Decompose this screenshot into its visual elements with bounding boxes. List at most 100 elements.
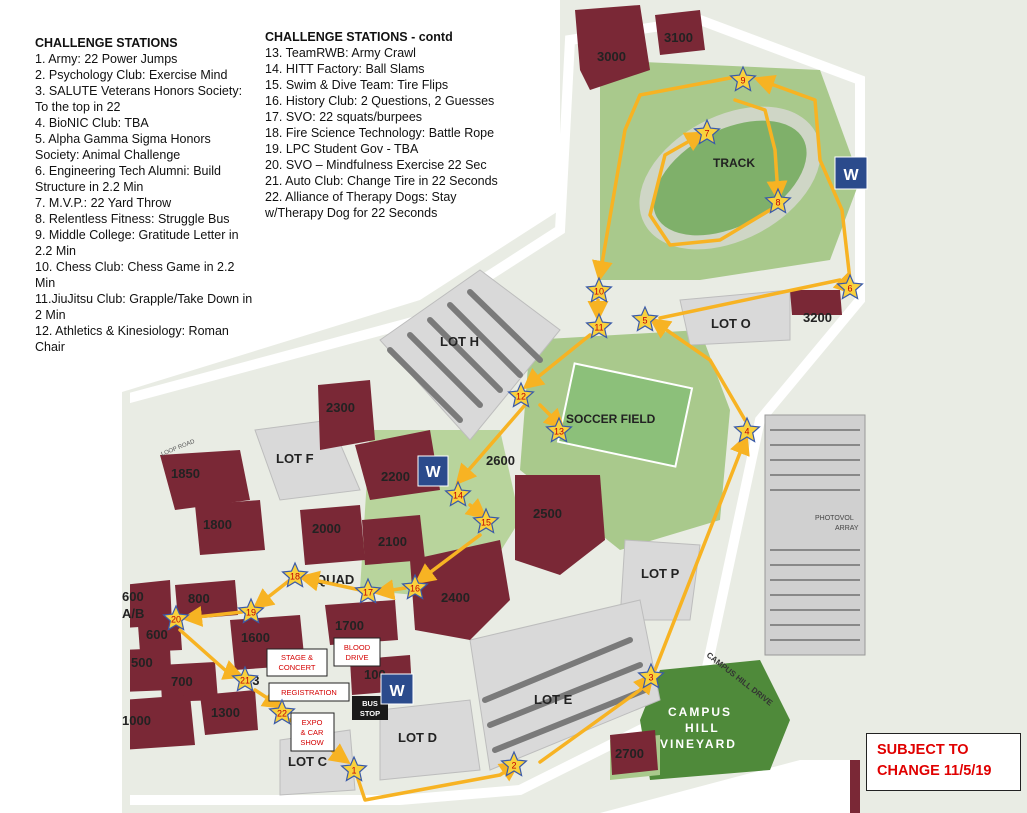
station-number: 3 [648,673,653,683]
station-number: 2 [511,761,516,771]
label-track: TRACK [713,156,755,170]
label-photovoltaic-1: PHOTOVOL [815,515,854,522]
legend-item: 5. Alpha Gamma Sigma Honors Society: Ani… [35,132,211,162]
legend-title: CHALLENGE STATIONS [35,36,178,50]
label-1600: 1600 [241,630,270,645]
station-star-22: 22 [268,698,296,725]
label-1800: 1800 [203,517,232,532]
svg-text:BLOOD: BLOOD [344,643,371,652]
callout-expo-car-show: EXPO & CAR SHOW [290,712,335,752]
callout-blood-drive: BLOOD DRIVE [333,637,381,667]
label-lot-c: LOT C [288,754,328,769]
label-vineyard-2: HILL [685,721,720,735]
water-marker-bus: W [380,673,414,705]
legend-item: 16. History Club: 2 Questions, 2 Guesses [265,94,495,108]
legend-item: 14. HITT Factory: Ball Slams [265,62,425,76]
label-1850: 1850 [171,466,200,481]
station-number: 5 [642,316,647,326]
station-star-8: 8 [764,187,792,214]
legend-item: 21. Auto Club: Change Tire in 22 Seconds [265,174,498,188]
station-star-11: 11 [585,312,613,339]
station-star-13: 13 [545,416,573,443]
station-number: 4 [744,427,749,437]
label-1700: 1700 [335,618,364,633]
photovoltaic-array [764,414,866,656]
station-star-15: 15 [472,507,500,534]
callout-stage-concert: STAGE & CONCERT [266,648,328,677]
label-vineyard-1: CAMPUS [668,705,732,719]
label-lot-o: LOT O [711,316,751,331]
map-left-edge [122,392,130,813]
svg-text:W: W [389,683,405,700]
legend-item: 7. M.V.P.: 22 Yard Throw [35,196,172,210]
station-star-19: 19 [237,597,265,624]
station-number: 12 [516,392,526,402]
station-star-17: 17 [354,577,382,604]
station-star-2: 2 [500,750,528,777]
water-marker-track: W [834,156,868,190]
roads [120,14,865,805]
label-2600: 2600 [486,453,515,468]
svg-text:EXPO: EXPO [302,718,323,727]
label-700: 700 [171,674,193,689]
station-number: 15 [481,518,491,528]
station-number: 9 [740,76,745,86]
water-marker-2200: W [417,455,449,487]
legend-item: 10. Chess Club: Chess Game in 2.2 Min [35,260,235,290]
legend-item: 22. Alliance of Therapy Dogs: Stay w/The… [265,190,457,220]
label-2000: 2000 [312,521,341,536]
station-star-12: 12 [507,381,535,408]
station-number: 21 [240,676,250,686]
station-star-14: 14 [444,480,472,507]
svg-text:STOP: STOP [360,709,380,718]
legend-item: 18. Fire Science Technology: Battle Rope [265,126,495,140]
buildings [122,5,842,775]
svg-text:W: W [843,167,859,184]
station-star-4: 4 [733,416,761,443]
legend-item: 13. TeamRWB: Army Crawl [265,46,416,60]
legend-challenge-stations: CHALLENGE STATIONS 1. Army: 22 Power Jum… [35,35,253,355]
svg-text:REGISTRATION: REGISTRATION [281,688,337,697]
legend-item: 20. SVO – Mindfulness Exercise 22 Sec [265,158,487,172]
station-number: 8 [775,198,780,208]
station-number: 18 [290,572,300,582]
grass-vineyard [640,660,790,780]
label-lot-e: LOT E [534,692,573,707]
station-star-6: 6 [836,273,864,300]
label-600-left: 600 [122,589,144,604]
label-lot-f: LOT F [276,451,314,466]
station-star-5: 5 [631,305,659,332]
legend-item: 3. SALUTE Veterans Honors Society: To th… [35,84,243,114]
station-star-18: 18 [281,561,309,588]
callout-bus-stop: BUS STOP [352,696,388,720]
label-2200: 2200 [381,469,410,484]
legend-item: 12. Athletics & Kinesiology: Roman Chair [35,324,229,354]
label-lot-d: LOT D [398,730,437,745]
legend-item: 19. LPC Student Gov - TBA [265,142,419,156]
station-star-10: 10 [585,276,613,303]
station-star-21: 21 [231,665,259,692]
station-star-1: 1 [340,755,368,782]
photovoltaic-stripes [770,429,860,641]
label-800: 800 [188,591,210,606]
station-number: 6 [847,284,852,294]
label-600: 600 [146,627,168,642]
station-number: 7 [704,129,709,139]
station-star-7: 7 [693,118,721,145]
legend-item: 1. Army: 22 Power Jumps [35,52,178,66]
svg-text:BUS: BUS [362,699,378,708]
legend-item: 9. Middle College: Gratitude Letter in 2… [35,228,239,258]
station-number: 13 [554,427,564,437]
label-lot-h: LOT H [440,334,479,349]
notice-line-1: SUBJECT TO [877,742,969,758]
legend-item: 15. Swim & Dive Team: Tire Flips [265,78,449,92]
station-star-9: 9 [729,65,757,92]
label-3000: 3000 [597,49,626,64]
legend-item: 4. BioNIC Club: TBA [35,116,149,130]
label-3200: 3200 [803,310,832,325]
svg-text:& CAR: & CAR [301,728,325,737]
legend-challenge-stations-contd: CHALLENGE STATIONS - contd 13. TeamRWB: … [265,29,510,221]
